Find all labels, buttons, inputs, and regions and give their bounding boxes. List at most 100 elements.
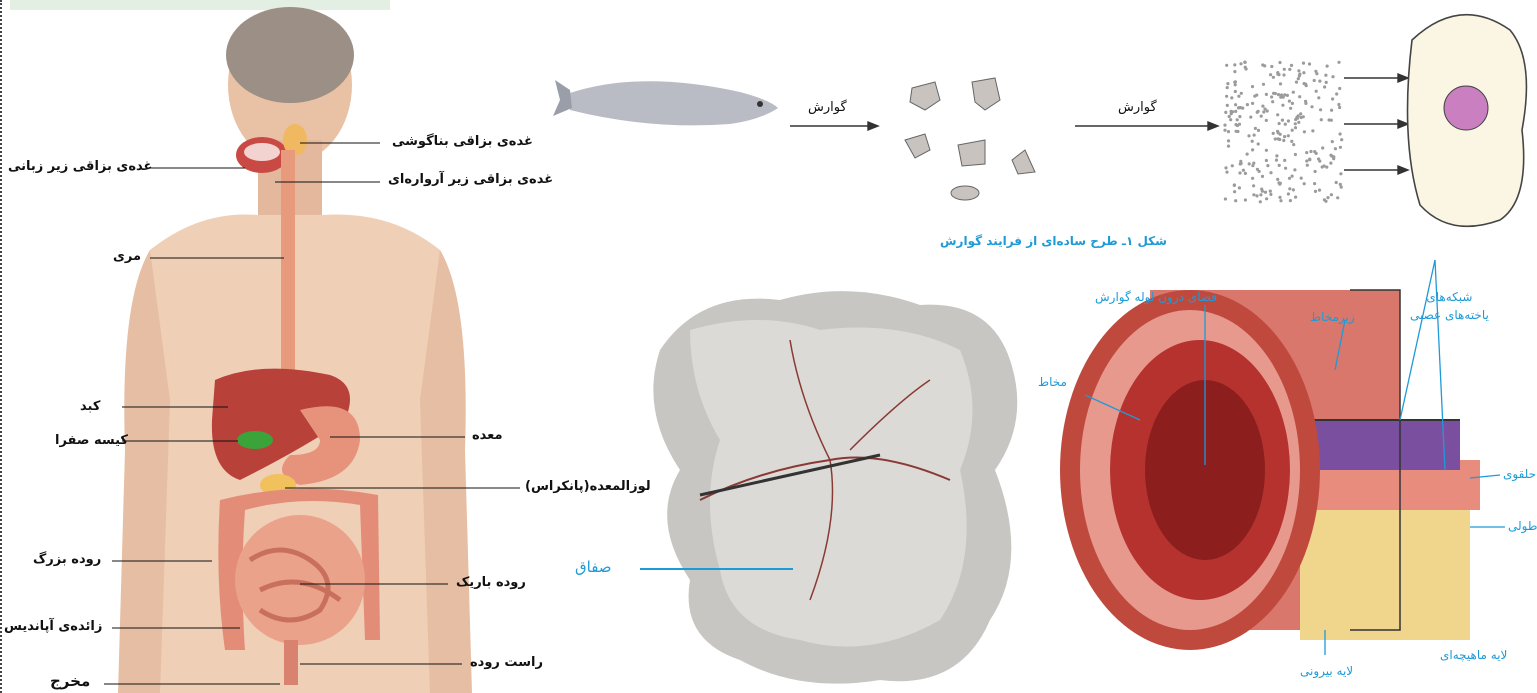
- molecule-dot: [1282, 73, 1285, 76]
- molecule-dot: [1292, 143, 1295, 146]
- molecule-dot: [1261, 190, 1264, 193]
- molecule-dot: [1274, 92, 1277, 95]
- molecule-dot: [1339, 132, 1342, 135]
- mesentery-illustration: [653, 291, 1017, 684]
- molecule-dot: [1308, 62, 1311, 65]
- molecule-dot: [1297, 69, 1300, 72]
- molecule-dot: [1289, 199, 1292, 202]
- molecule-dot: [1238, 171, 1241, 174]
- molecule-dot: [1294, 153, 1297, 156]
- molecule-dot: [1225, 171, 1228, 174]
- molecule-dot: [1252, 184, 1255, 187]
- cell-illustration: [1408, 15, 1527, 227]
- molecule-dot: [1325, 166, 1328, 169]
- label-longitudinal: طولی: [1508, 519, 1537, 533]
- molecule-dot: [1340, 186, 1343, 189]
- molecule-dot: [1278, 196, 1281, 199]
- molecule-dot: [1236, 118, 1239, 121]
- molecule-dot: [1287, 119, 1290, 122]
- molecule-dot: [1233, 63, 1236, 66]
- molecule-dot: [1240, 92, 1243, 95]
- molecule-dot: [1298, 74, 1301, 77]
- human-body-figure: [118, 7, 472, 693]
- molecule-dot: [1252, 193, 1255, 196]
- molecule-dot: [1289, 107, 1292, 110]
- molecule-dot: [1278, 61, 1281, 64]
- molecule-dot: [1239, 160, 1242, 163]
- molecule-dot: [1242, 169, 1245, 172]
- molecule-dot: [1313, 150, 1316, 153]
- molecule-dot: [1234, 83, 1237, 86]
- molecule-dot: [1281, 119, 1284, 122]
- molecule-dot: [1279, 96, 1282, 99]
- molecule-dot: [1324, 74, 1327, 77]
- molecule-dot: [1336, 196, 1339, 199]
- molecule-dot: [1330, 193, 1333, 196]
- molecule-dot: [1265, 159, 1268, 162]
- label-gallbladder: کیسه صفرا: [55, 433, 128, 448]
- molecule-dot: [1233, 70, 1236, 73]
- molecule-dot: [1224, 111, 1227, 114]
- molecule-dot: [1244, 172, 1247, 175]
- molecule-dot: [1279, 82, 1282, 85]
- molecule-dot: [1278, 164, 1281, 167]
- molecule-dot: [1332, 157, 1335, 160]
- fish-illustration: [553, 80, 778, 125]
- molecule-dot: [1264, 191, 1267, 194]
- molecule-dot: [1262, 110, 1265, 113]
- molecule-dot: [1288, 187, 1291, 190]
- molecule-dot: [1265, 93, 1268, 96]
- molecule-dot: [1263, 64, 1266, 67]
- molecule-dot: [1253, 95, 1256, 98]
- molecule-dot: [1276, 178, 1279, 181]
- molecule-dot: [1337, 61, 1340, 64]
- molecule-dot: [1325, 81, 1328, 84]
- label-small-intestine: روده باریک: [456, 575, 526, 590]
- label-submandibular: غدەی بزاقی زیر آروارەای: [388, 172, 553, 187]
- molecule-dot: [1230, 96, 1233, 99]
- molecule-dot: [1239, 106, 1242, 109]
- molecule-dot: [1254, 127, 1257, 130]
- molecule-dot: [1287, 134, 1290, 137]
- label-peritoneum: صفاق: [575, 558, 612, 576]
- molecule-dot: [1302, 71, 1305, 74]
- molecule-dot: [1256, 168, 1259, 171]
- molecule-dot: [1263, 107, 1266, 110]
- molecule-dot: [1288, 100, 1291, 103]
- molecule-dot: [1259, 193, 1262, 196]
- molecule-dot: [1339, 172, 1342, 175]
- molecule-dot: [1291, 175, 1294, 178]
- molecule-dot: [1299, 112, 1302, 115]
- molecule-dot: [1328, 118, 1331, 121]
- molecule-dot: [1319, 108, 1322, 111]
- molecule-dot: [1317, 157, 1320, 160]
- molecule-dot: [1284, 167, 1287, 170]
- molecule-dot: [1251, 177, 1254, 180]
- molecule-dot: [1281, 104, 1284, 107]
- molecule-dot: [1265, 149, 1268, 152]
- molecule-dot: [1339, 146, 1342, 149]
- molecule-dot: [1309, 150, 1312, 153]
- molecule-dot: [1279, 133, 1282, 136]
- molecule-dot: [1259, 200, 1262, 203]
- molecule-dot: [1323, 198, 1326, 201]
- arrow-label-digestion-2: گوارش: [1118, 100, 1157, 115]
- molecule-dot: [1255, 194, 1258, 197]
- molecule-dot: [1227, 139, 1230, 142]
- label-submucosa: زیرمخاط: [1310, 310, 1355, 324]
- molecule-dot: [1308, 158, 1311, 161]
- molecule-dot: [1298, 95, 1301, 98]
- molecule-dot: [1340, 138, 1343, 141]
- molecule-dot: [1323, 85, 1326, 88]
- molecule-dot: [1278, 122, 1281, 125]
- molecule-dot: [1318, 80, 1321, 83]
- label-large-intestine: روده بزرگ: [33, 552, 101, 567]
- molecule-dot: [1299, 116, 1302, 119]
- molecule-dot: [1305, 159, 1308, 162]
- molecule-dot: [1276, 130, 1279, 133]
- arrow-label-digestion-1: گوارش: [808, 100, 847, 115]
- label-stomach: معده: [472, 428, 503, 443]
- molecule-dot: [1311, 129, 1314, 132]
- molecule-dot: [1266, 164, 1269, 167]
